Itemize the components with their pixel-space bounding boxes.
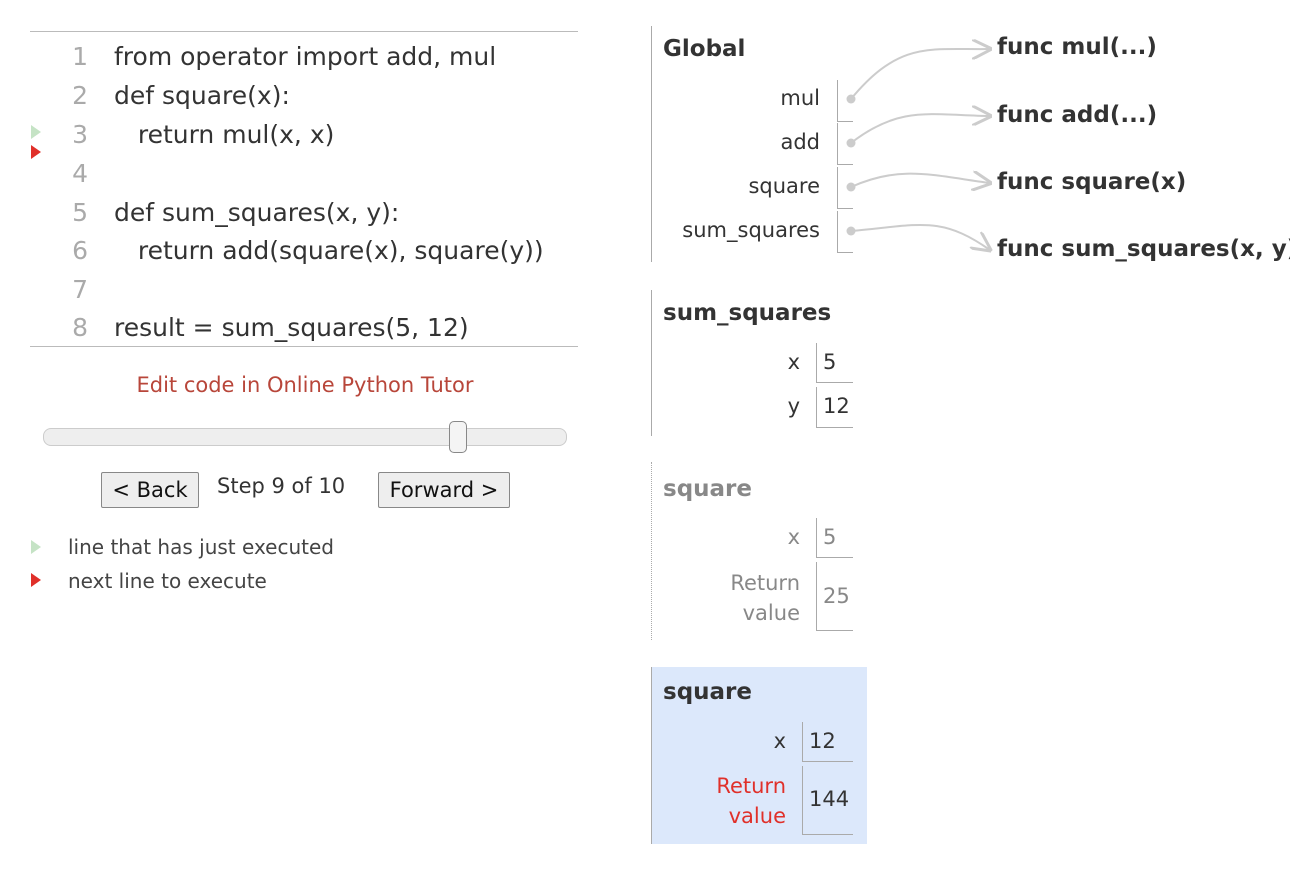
next-line-arrow-icon xyxy=(31,145,41,159)
var-value: 12 xyxy=(802,722,853,762)
executed-legend-arrow-icon xyxy=(31,540,41,554)
step-slider[interactable] xyxy=(43,428,567,446)
var-name: x xyxy=(773,729,786,753)
executed-line-arrow-icon xyxy=(31,125,41,139)
var-name: sum_squares xyxy=(682,218,820,242)
return-value: 25 xyxy=(816,562,853,631)
return-value: 144 xyxy=(802,766,853,835)
var-name: square xyxy=(748,174,820,198)
var-name: x xyxy=(787,350,800,374)
step-counter: Step 9 of 10 xyxy=(217,474,346,498)
var-name: add xyxy=(780,130,820,154)
var-pointer xyxy=(837,80,853,122)
var-value: 12 xyxy=(816,387,853,428)
global-frame: Global xyxy=(651,26,745,262)
var-pointer xyxy=(837,167,853,209)
legend-executed: line that has just executed xyxy=(68,535,334,559)
frame-square-active: square xyxy=(651,667,867,844)
func-object: func sum_squares(x, y) xyxy=(997,236,1290,262)
legend-next: next line to execute xyxy=(68,569,267,593)
var-pointer xyxy=(837,211,853,253)
back-button[interactable]: < Back xyxy=(101,472,199,508)
func-object: func add(...) xyxy=(997,102,1158,128)
func-object: func square(x) xyxy=(997,169,1187,195)
var-name: y xyxy=(787,394,800,418)
edit-code-link[interactable]: Edit code in Online Python Tutor xyxy=(136,373,474,397)
arrow-square xyxy=(850,174,990,187)
frame-title: square xyxy=(663,476,752,502)
slider-handle[interactable] xyxy=(449,421,467,453)
frame-title: Global xyxy=(663,36,746,62)
arrow-sum-squares xyxy=(850,223,990,250)
frame-square-returned: square xyxy=(651,462,752,640)
arrow-mul xyxy=(850,49,990,100)
forward-button[interactable]: Forward > xyxy=(378,472,510,508)
var-value: 5 xyxy=(816,518,853,558)
var-name: x xyxy=(787,525,800,549)
frame-sum-squares: sum_squares xyxy=(651,290,831,436)
var-name: mul xyxy=(780,86,820,110)
frame-title: square xyxy=(663,679,752,705)
return-label: Return value xyxy=(730,571,800,625)
return-label: Return value xyxy=(716,774,786,828)
var-pointer xyxy=(837,123,853,165)
var-value: 5 xyxy=(816,343,853,383)
func-object: func mul(...) xyxy=(997,34,1157,60)
next-legend-arrow-icon xyxy=(31,573,41,587)
frame-title: sum_squares xyxy=(663,300,832,326)
arrow-add xyxy=(850,114,990,144)
